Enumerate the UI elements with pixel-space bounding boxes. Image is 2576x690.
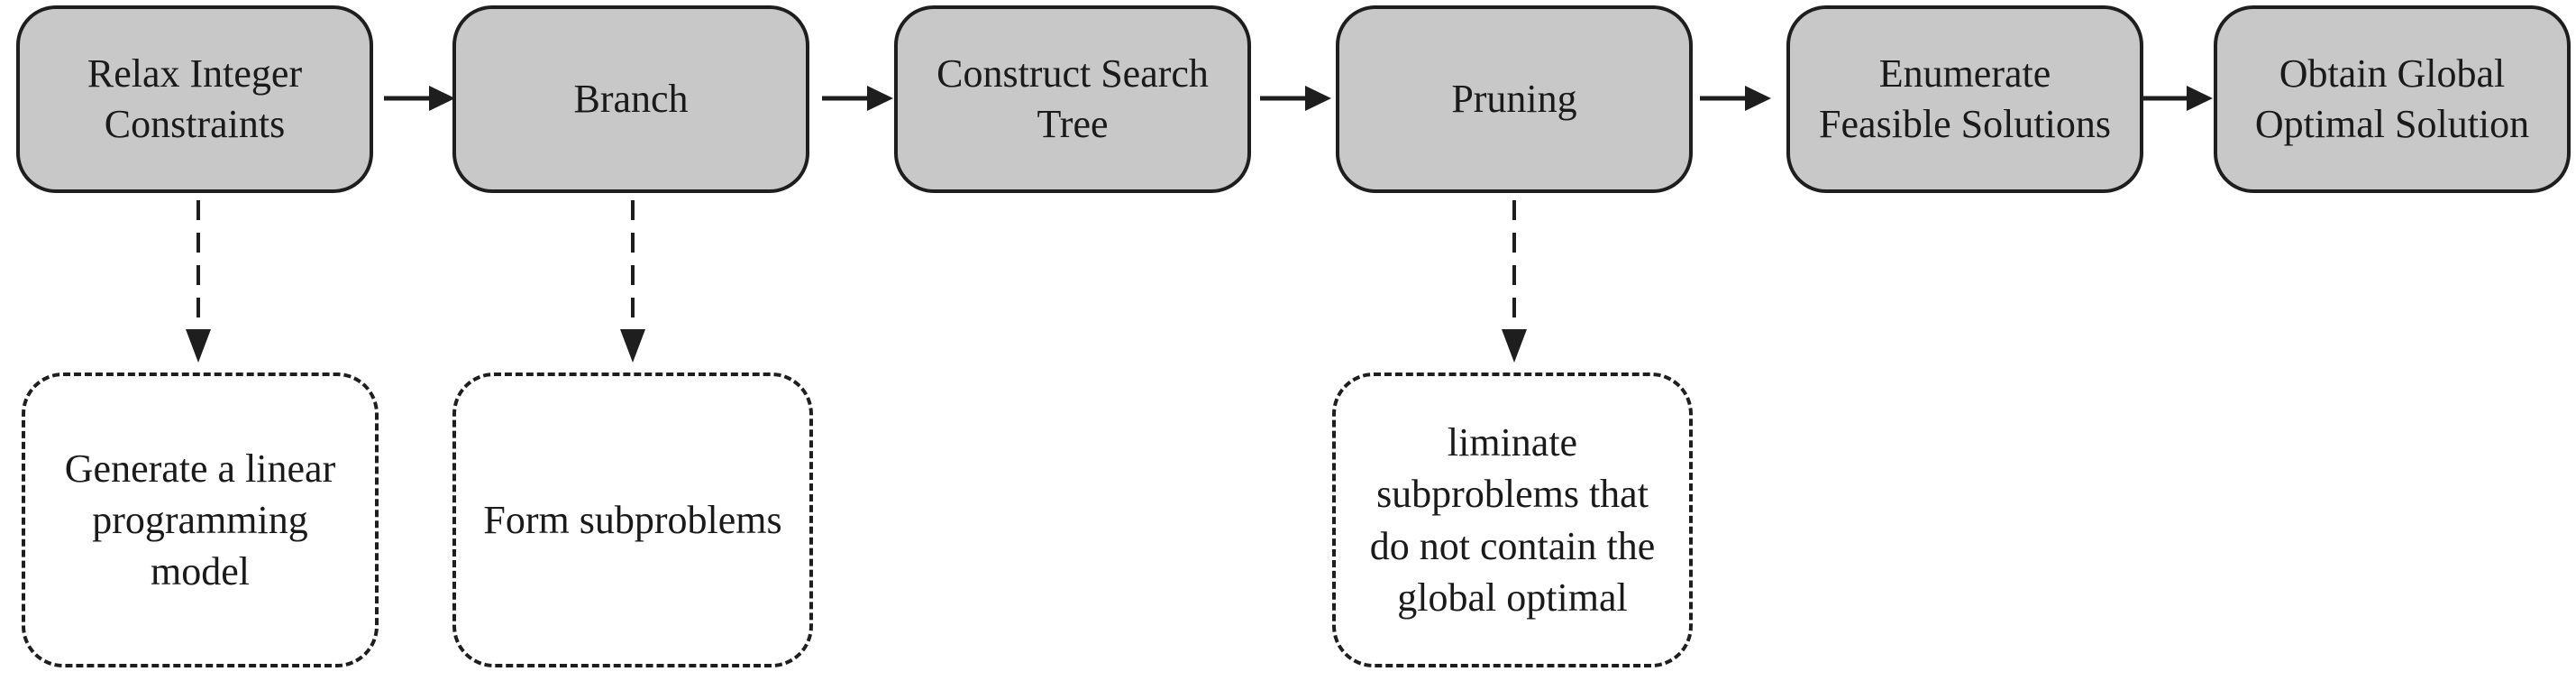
annotation-box-eliminate-subproblems: liminate subproblems that do not contain… bbox=[1332, 373, 1693, 667]
arrow-right-icon bbox=[822, 84, 894, 113]
annotation-label: Form subproblems bbox=[483, 497, 782, 542]
node-label: Obtain Global Optimal Solution bbox=[2254, 51, 2530, 146]
annotation-label: Generate a linear programming model bbox=[64, 446, 336, 594]
node-label: Construct Search Tree bbox=[936, 51, 1209, 146]
flow-node-enumerate-feasible-solutions: Enumerate Feasible Solutions bbox=[1786, 5, 2143, 193]
arrow-right-icon bbox=[1700, 84, 1772, 113]
flow-node-pruning: Pruning bbox=[1336, 5, 1693, 193]
arrow-right-icon bbox=[1260, 84, 1332, 113]
node-label: Pruning bbox=[1451, 76, 1577, 121]
annotation-box-form-subproblems: Form subproblems bbox=[452, 373, 813, 667]
flow-node-relax-integer-constraints: Relax Integer Constraints bbox=[16, 5, 373, 193]
node-label: Branch bbox=[573, 76, 689, 121]
annotation-label: liminate subproblems that do not contain… bbox=[1369, 420, 1656, 620]
node-label: Relax Integer Constraints bbox=[87, 51, 303, 146]
arrow-down-dashed-icon bbox=[1500, 200, 1529, 364]
annotation-box-generate-lp-model: Generate a linear programming model bbox=[22, 373, 379, 667]
flow-node-branch: Branch bbox=[452, 5, 809, 193]
arrow-down-dashed-icon bbox=[184, 200, 213, 364]
arrow-right-icon bbox=[384, 84, 456, 113]
arrow-right-icon bbox=[2142, 84, 2214, 113]
arrow-down-dashed-icon bbox=[618, 200, 647, 364]
node-label: Enumerate Feasible Solutions bbox=[1819, 51, 2111, 146]
flow-node-construct-search-tree: Construct Search Tree bbox=[894, 5, 1251, 193]
flow-node-obtain-global-optimal-solution: Obtain Global Optimal Solution bbox=[2214, 5, 2571, 193]
